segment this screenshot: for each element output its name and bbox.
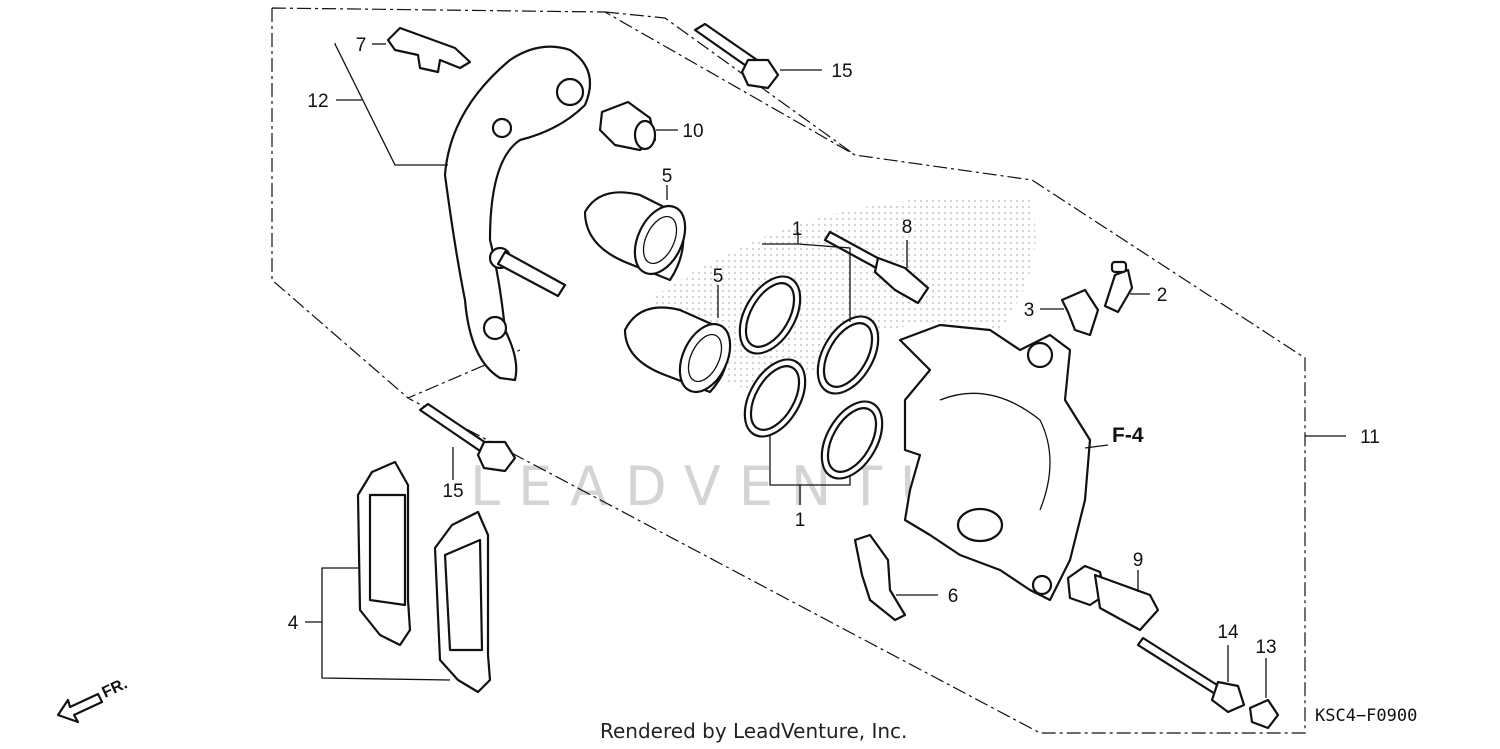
bleeder-cap — [1060, 288, 1100, 337]
pin-boot — [598, 100, 657, 152]
callout-15-lower: 15 — [442, 481, 463, 502]
bleeder-valve — [1103, 260, 1134, 314]
pad-pin — [1136, 636, 1246, 714]
brake-pads — [356, 460, 492, 694]
diagram-code: KSC4−F0900 — [1315, 706, 1417, 726]
callout-7: 7 — [356, 35, 367, 56]
piston-upper — [583, 191, 687, 282]
direction-label: FR. — [100, 675, 131, 701]
credit-text: Rendered by LeadVenture, Inc. — [600, 719, 907, 743]
bolt-outline — [604, 11, 856, 156]
callout-12: 12 — [307, 91, 328, 112]
callout-15-upper: 15 — [831, 61, 852, 82]
callout-4: 4 — [288, 613, 299, 634]
pin-bolt-boot — [1066, 564, 1160, 632]
pad-retainer — [853, 533, 907, 622]
callouts: 1 1 2 3 4 5 5 6 7 8 9 10 11 12 13 14 15 … — [288, 35, 1380, 658]
caliper-bracket — [443, 45, 592, 382]
callout-6: 6 — [948, 586, 959, 607]
callout-3: 3 — [1024, 300, 1035, 321]
callout-13: 13 — [1255, 637, 1276, 658]
assembly-outline — [271, 7, 1306, 734]
callout-1-upper: 1 — [792, 219, 803, 240]
pin-plug — [1248, 698, 1280, 730]
pad-spring-clip — [386, 26, 472, 74]
callout-2: 2 — [1157, 285, 1168, 306]
callout-11: 11 — [1360, 427, 1380, 448]
callout-5-lower: 5 — [713, 266, 724, 287]
caliper-bolt-top — [693, 22, 780, 90]
callout-8: 8 — [902, 217, 913, 238]
callout-14: 14 — [1217, 622, 1239, 643]
callout-5-upper: 5 — [662, 166, 673, 187]
piston-lower — [623, 306, 732, 394]
callout-1-lower: 1 — [795, 510, 806, 531]
caliper-body — [898, 323, 1092, 602]
reference-label: F-4 — [1112, 424, 1144, 447]
front-direction-arrow: FR. — [56, 675, 131, 724]
caliper-bolt-lower — [418, 402, 517, 473]
slide-pin — [823, 230, 930, 305]
leader-lines — [305, 43, 1346, 698]
piston-seal-set — [738, 275, 884, 480]
callout-10: 10 — [682, 121, 703, 142]
callout-9: 9 — [1133, 550, 1144, 571]
